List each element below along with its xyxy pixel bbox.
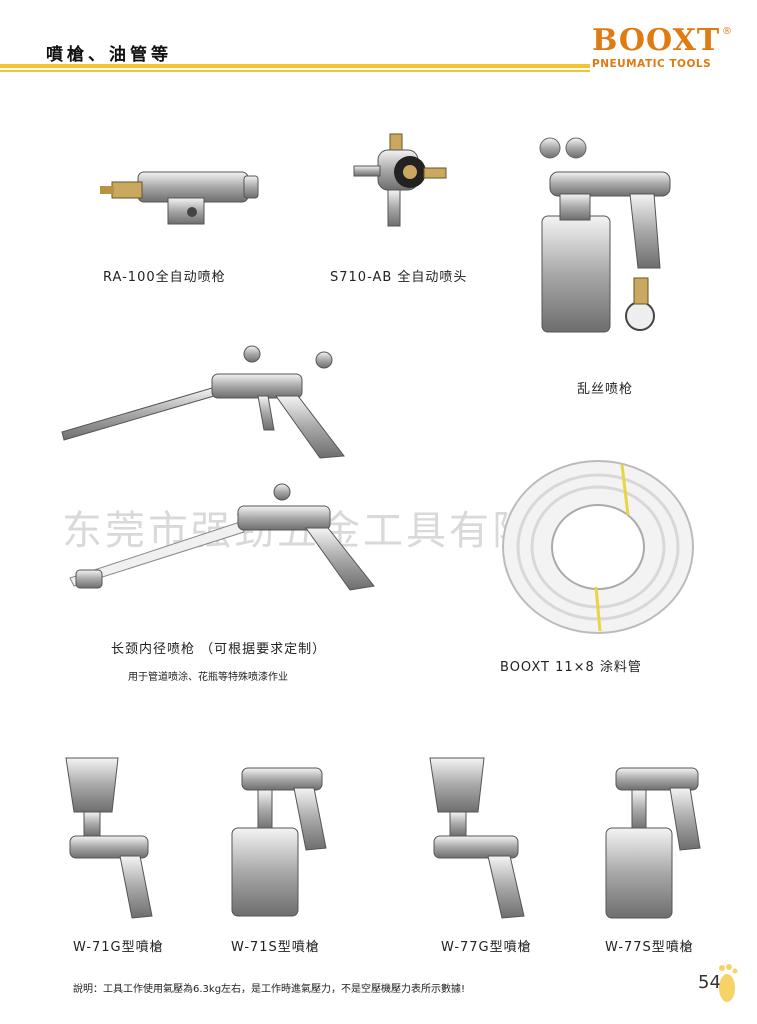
ra100-gun-image	[100, 171, 259, 225]
product-label-ra100: RA-100全自动喷枪	[103, 270, 226, 285]
product-note-long-neck: 用于管道喷涂、花瓶等特殊喷漆作业	[128, 672, 288, 683]
brand-tagline: PNEUMATIC TOOLS	[592, 58, 712, 70]
footer-note: 說明：工具工作使用氣壓為6.3kg左右，是工作時進氣壓力，不是空壓機壓力表所示數…	[73, 984, 466, 995]
s710-head-image	[353, 133, 447, 227]
footprint-icon	[719, 964, 738, 1002]
header-rule-thin	[0, 70, 590, 72]
product-label-long-neck: 长颈内径喷枪 （可根据要求定制）	[111, 642, 327, 657]
brand-name: BOOXT	[592, 23, 721, 58]
page-number: 54	[698, 972, 721, 993]
header-rule	[0, 64, 590, 68]
long-neck-gun-image	[61, 345, 345, 459]
w77g-gun-image	[429, 757, 525, 919]
w71s-gun-image	[231, 767, 327, 917]
w77s-gun-image	[605, 767, 701, 919]
section-title: 噴槍、油管等	[46, 45, 172, 65]
product-label-w77g: W-77G型噴槍	[441, 940, 532, 955]
product-label-random-spray: 乱丝喷枪	[577, 382, 634, 397]
random-spray-gun-image	[539, 137, 671, 333]
w71g-gun-image	[65, 757, 153, 919]
product-label-s710: S710-AB 全自动喷头	[330, 270, 468, 285]
product-label-w71s: W-71S型噴槍	[231, 940, 320, 955]
brand-logo: BOOXT ® PNEUMATIC TOOLS	[592, 23, 742, 71]
product-label-w77s: W-77S型噴槍	[605, 940, 694, 955]
product-label-hose: BOOXT 11×8 涂料管	[500, 660, 642, 675]
long-neck-gun-white-image	[69, 483, 375, 591]
product-label-w71g: W-71G型噴槍	[73, 940, 164, 955]
registered-mark: ®	[722, 26, 732, 37]
hose-coil-image	[502, 460, 694, 634]
